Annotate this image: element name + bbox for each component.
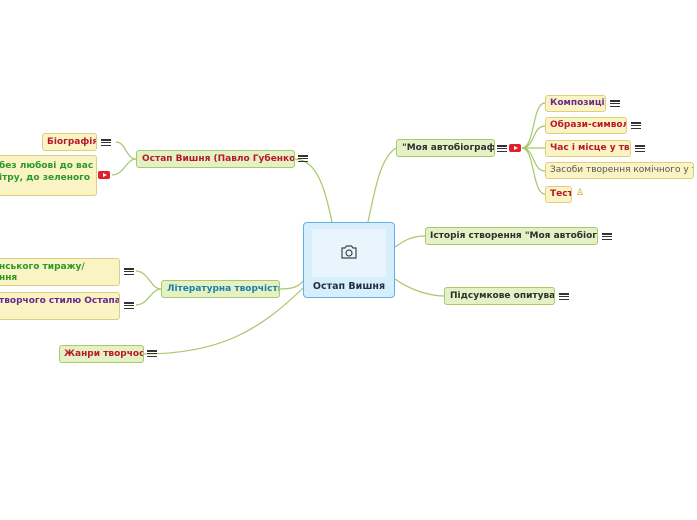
notes-icon[interactable] xyxy=(124,267,134,276)
node-label: Образи-символи xyxy=(550,120,627,130)
node-test[interactable]: Тест xyxy=(545,186,572,203)
node-label: Біографія xyxy=(47,137,97,147)
node-comic-means[interactable]: Засоби творення комічного у творі xyxy=(545,162,694,179)
notes-icon[interactable] xyxy=(101,138,111,147)
node-label-line1: без любові до вас xyxy=(0,161,94,171)
notes-icon[interactable] xyxy=(602,232,612,241)
node-label: Засоби творення комічного у творі xyxy=(550,165,693,175)
notes-icon[interactable] xyxy=(124,301,134,310)
camera-icon xyxy=(341,245,357,259)
node-literary[interactable]: Літературна творчість xyxy=(161,280,280,298)
notes-icon[interactable] xyxy=(298,154,308,163)
node-quote[interactable]: без любові до вас ітру, до зеленого xyxy=(0,155,97,196)
node-label: Жанри творчості xyxy=(64,349,144,359)
node-symbols[interactable]: Образи-символи xyxy=(545,117,627,134)
notes-icon[interactable] xyxy=(610,99,620,108)
node-label: Підсумкове опитування xyxy=(450,291,555,301)
node-survey[interactable]: Підсумкове опитування xyxy=(444,287,555,305)
node-label: Час і місце у творі xyxy=(550,143,630,153)
notes-icon[interactable] xyxy=(631,121,641,130)
root-title: Остап Вишня xyxy=(312,281,386,292)
node-label-line2: ння xyxy=(0,273,18,283)
node-label: Історія створення "Моя автобіографія" xyxy=(430,231,598,241)
node-label-line1: нського тиражу/ xyxy=(0,262,85,272)
node-composition[interactable]: Композиція xyxy=(545,95,606,112)
node-history[interactable]: Історія створення "Моя автобіографія" xyxy=(425,227,598,245)
notes-icon[interactable] xyxy=(147,349,157,358)
node-label: Остап Вишня (Павло Губенко) xyxy=(142,154,295,164)
root-node[interactable]: Остап Вишня xyxy=(303,222,395,298)
notes-icon[interactable] xyxy=(497,144,507,153)
youtube-icon[interactable] xyxy=(98,171,110,179)
node-label: Літературна творчість xyxy=(167,284,280,294)
node-biography-main[interactable]: Остап Вишня (Павло Губенко) xyxy=(136,150,295,168)
node-time-place[interactable]: Час і місце у творі xyxy=(545,140,631,157)
notes-icon[interactable] xyxy=(635,144,645,153)
node-autobio[interactable]: "Моя автобіографія" xyxy=(396,139,495,157)
node-label: творчого стилю Остапа xyxy=(0,296,120,306)
node-style[interactable]: творчого стилю Остапа xyxy=(0,292,120,320)
node-genres[interactable]: Жанри творчості xyxy=(59,345,144,363)
image-placeholder xyxy=(312,229,386,277)
node-tirazh[interactable]: нського тиражу/ ння xyxy=(0,258,120,286)
youtube-icon[interactable] xyxy=(509,144,521,152)
node-label-line2: ітру, до зеленого xyxy=(0,173,91,183)
node-label: "Моя автобіографія" xyxy=(402,143,495,153)
person-icon[interactable]: ♙ xyxy=(576,188,585,198)
node-biografiya[interactable]: Біографія xyxy=(42,133,97,151)
notes-icon[interactable] xyxy=(559,292,569,301)
node-label: Тест xyxy=(550,189,572,199)
node-label: Композиція xyxy=(550,98,606,108)
